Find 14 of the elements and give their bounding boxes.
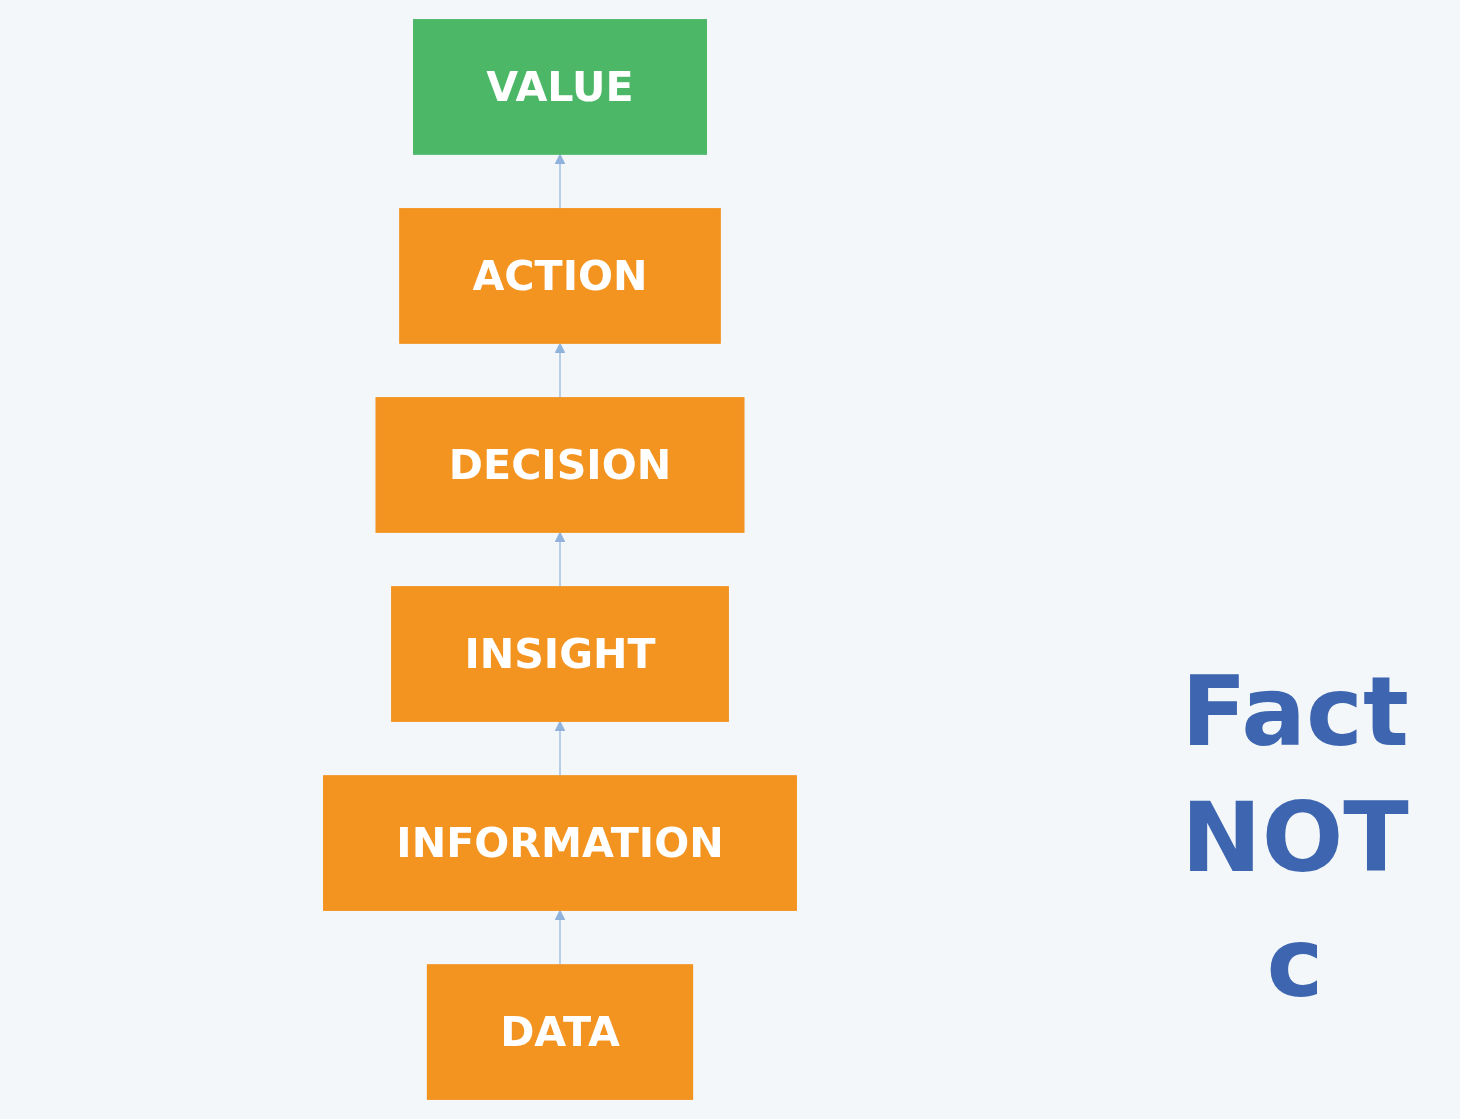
arrow [554, 531, 566, 588]
arrow [554, 342, 566, 399]
node-box: INSIGHT [391, 586, 729, 722]
node-box: ACTION [399, 208, 721, 344]
node-box: VALUE [413, 19, 707, 155]
node-box: DECISION [375, 397, 745, 533]
arrow [554, 720, 566, 777]
slogan-text: c [1266, 911, 1324, 1017]
arrow [554, 153, 566, 210]
node-box: DATA [426, 964, 694, 1100]
node-box: INFORMATION [323, 775, 797, 911]
slogan-text: NOT [1181, 785, 1409, 892]
slogan-text: Fact [1181, 660, 1409, 766]
arrow [554, 909, 566, 966]
